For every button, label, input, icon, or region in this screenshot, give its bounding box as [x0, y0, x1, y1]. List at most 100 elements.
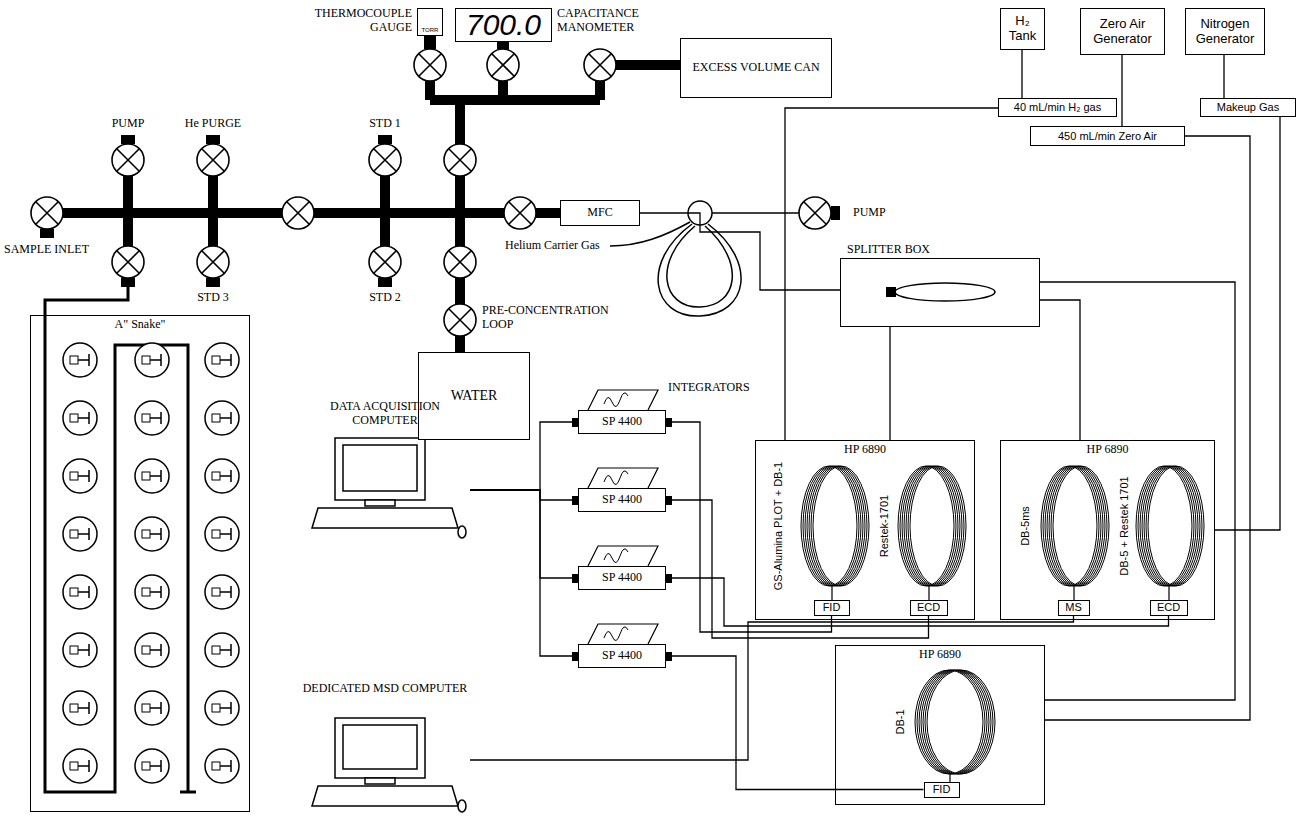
sample-canister: [205, 343, 239, 377]
node-text: WATER: [451, 388, 498, 404]
valve: [369, 246, 401, 278]
valve: [799, 197, 831, 229]
sample-canister: [220, 470, 231, 482]
detector-box: FID: [814, 600, 850, 616]
detector-box: FID: [924, 782, 960, 798]
sample-canister: [78, 760, 89, 772]
column-coil: [921, 670, 989, 774]
sample-canister: [205, 575, 239, 609]
sample-canister: [220, 412, 231, 424]
node-text: 700.0: [466, 10, 541, 40]
sample-canister: [205, 343, 239, 377]
sample-canister: [63, 401, 97, 435]
sample-canister: [135, 459, 169, 493]
column-coil: [925, 670, 993, 774]
sample-canister: [63, 691, 97, 725]
sample-canister: [63, 401, 97, 435]
column-coil: [1144, 466, 1200, 586]
part-label: Helium Carrier Gas: [505, 239, 600, 253]
valve-port: [206, 135, 220, 144]
sample-canister: [63, 633, 97, 667]
sample-canister: [63, 575, 97, 609]
column-label: DB-5 + Restek 1701: [1118, 476, 1131, 575]
gas-tank: H₂ Tank: [1000, 8, 1045, 50]
canister-snake-line: [45, 286, 196, 792]
sample-canister: [70, 356, 78, 364]
sample-canister: [212, 762, 220, 770]
integrator-box: SP 4400: [578, 566, 666, 590]
sample-canister: [212, 646, 220, 654]
valve-port: [831, 206, 840, 220]
column-coil: [927, 670, 995, 774]
sample-canister: [142, 704, 150, 712]
detector-box: MS: [1058, 600, 1090, 616]
sample-canister: [212, 588, 220, 596]
sample-canister: [63, 459, 97, 493]
sample-canister: [212, 356, 220, 364]
integrator-paper: [588, 468, 658, 488]
node-text: 40 mL/min H₂ gas: [1014, 101, 1101, 114]
integrator-box: SP 4400: [578, 644, 666, 668]
sample-canister: [63, 633, 97, 667]
node-text: SP 4400: [602, 649, 642, 663]
sample-canister: [150, 760, 161, 772]
node-text: DATA ACQUISITION COMPUTER: [302, 400, 468, 428]
valve: [444, 304, 476, 336]
gas-line: [1021, 50, 1022, 98]
valve: [444, 246, 476, 278]
column-coil: [1142, 466, 1198, 586]
valve-port: [424, 36, 436, 49]
column-coil: [904, 466, 960, 586]
valve-port: [378, 135, 392, 144]
sample-canister: [78, 354, 89, 366]
sample-canister: [63, 749, 97, 783]
node-text: ECD: [917, 601, 940, 614]
sample-canister: [135, 633, 169, 667]
column-coil: [1051, 466, 1107, 586]
sample-canister: [78, 586, 89, 598]
column-coil: [1049, 466, 1105, 586]
computer: DATA ACQUISITION COMPUTER: [300, 398, 470, 545]
valve: [112, 144, 144, 176]
generator-box: Zero Air Generator: [1080, 8, 1165, 55]
node-text: HP 6890: [844, 443, 886, 457]
flow-box: 450 mL/min Zero Air: [1030, 126, 1185, 146]
sample-canister: [135, 401, 169, 435]
sample-canister: [135, 401, 169, 435]
sample-canister: [205, 575, 239, 609]
sample-canister: [135, 343, 169, 377]
canister-rack: A" Snake": [30, 315, 250, 812]
computer-drawing: [365, 500, 395, 506]
node-text: HP 6890: [1087, 443, 1129, 457]
column-coil: [906, 466, 962, 586]
column-coil: [908, 466, 964, 586]
integrator-paper: [588, 546, 658, 566]
sample-canister: [63, 459, 97, 493]
sample-canister: [150, 470, 161, 482]
column-coil: [811, 466, 867, 586]
sample-canister: [205, 517, 239, 551]
gas-line: [470, 490, 578, 578]
column-label: GS-Alumina PLOT + DB-1: [772, 462, 785, 590]
integrator-box: SP 4400: [578, 488, 666, 512]
part-label: He PURGE: [185, 117, 241, 131]
sample-canister: [142, 356, 150, 364]
valve: [487, 49, 519, 81]
sample-canister: [63, 517, 97, 551]
gas-line: [1040, 300, 1080, 440]
part-label: STD 2: [369, 291, 401, 305]
gas-line: [1040, 282, 1235, 700]
valve: [414, 49, 446, 81]
integrator-box: SP 4400: [578, 410, 666, 434]
sample-canister: [150, 528, 161, 540]
column-coil: [1148, 466, 1204, 586]
node-text: Nitrogen Generator: [1188, 17, 1262, 47]
computer: DEDICATED MSD COMPUTER: [300, 680, 470, 812]
sample-canister: [142, 472, 150, 480]
column-coil: [1053, 466, 1109, 586]
part-label: INTEGRATORS: [668, 381, 750, 395]
column-coil: [1146, 466, 1202, 586]
sample-canister: [135, 575, 169, 609]
column-coil: [910, 466, 966, 586]
node-text: DEDICATED MSD COMPUTER: [303, 682, 468, 696]
